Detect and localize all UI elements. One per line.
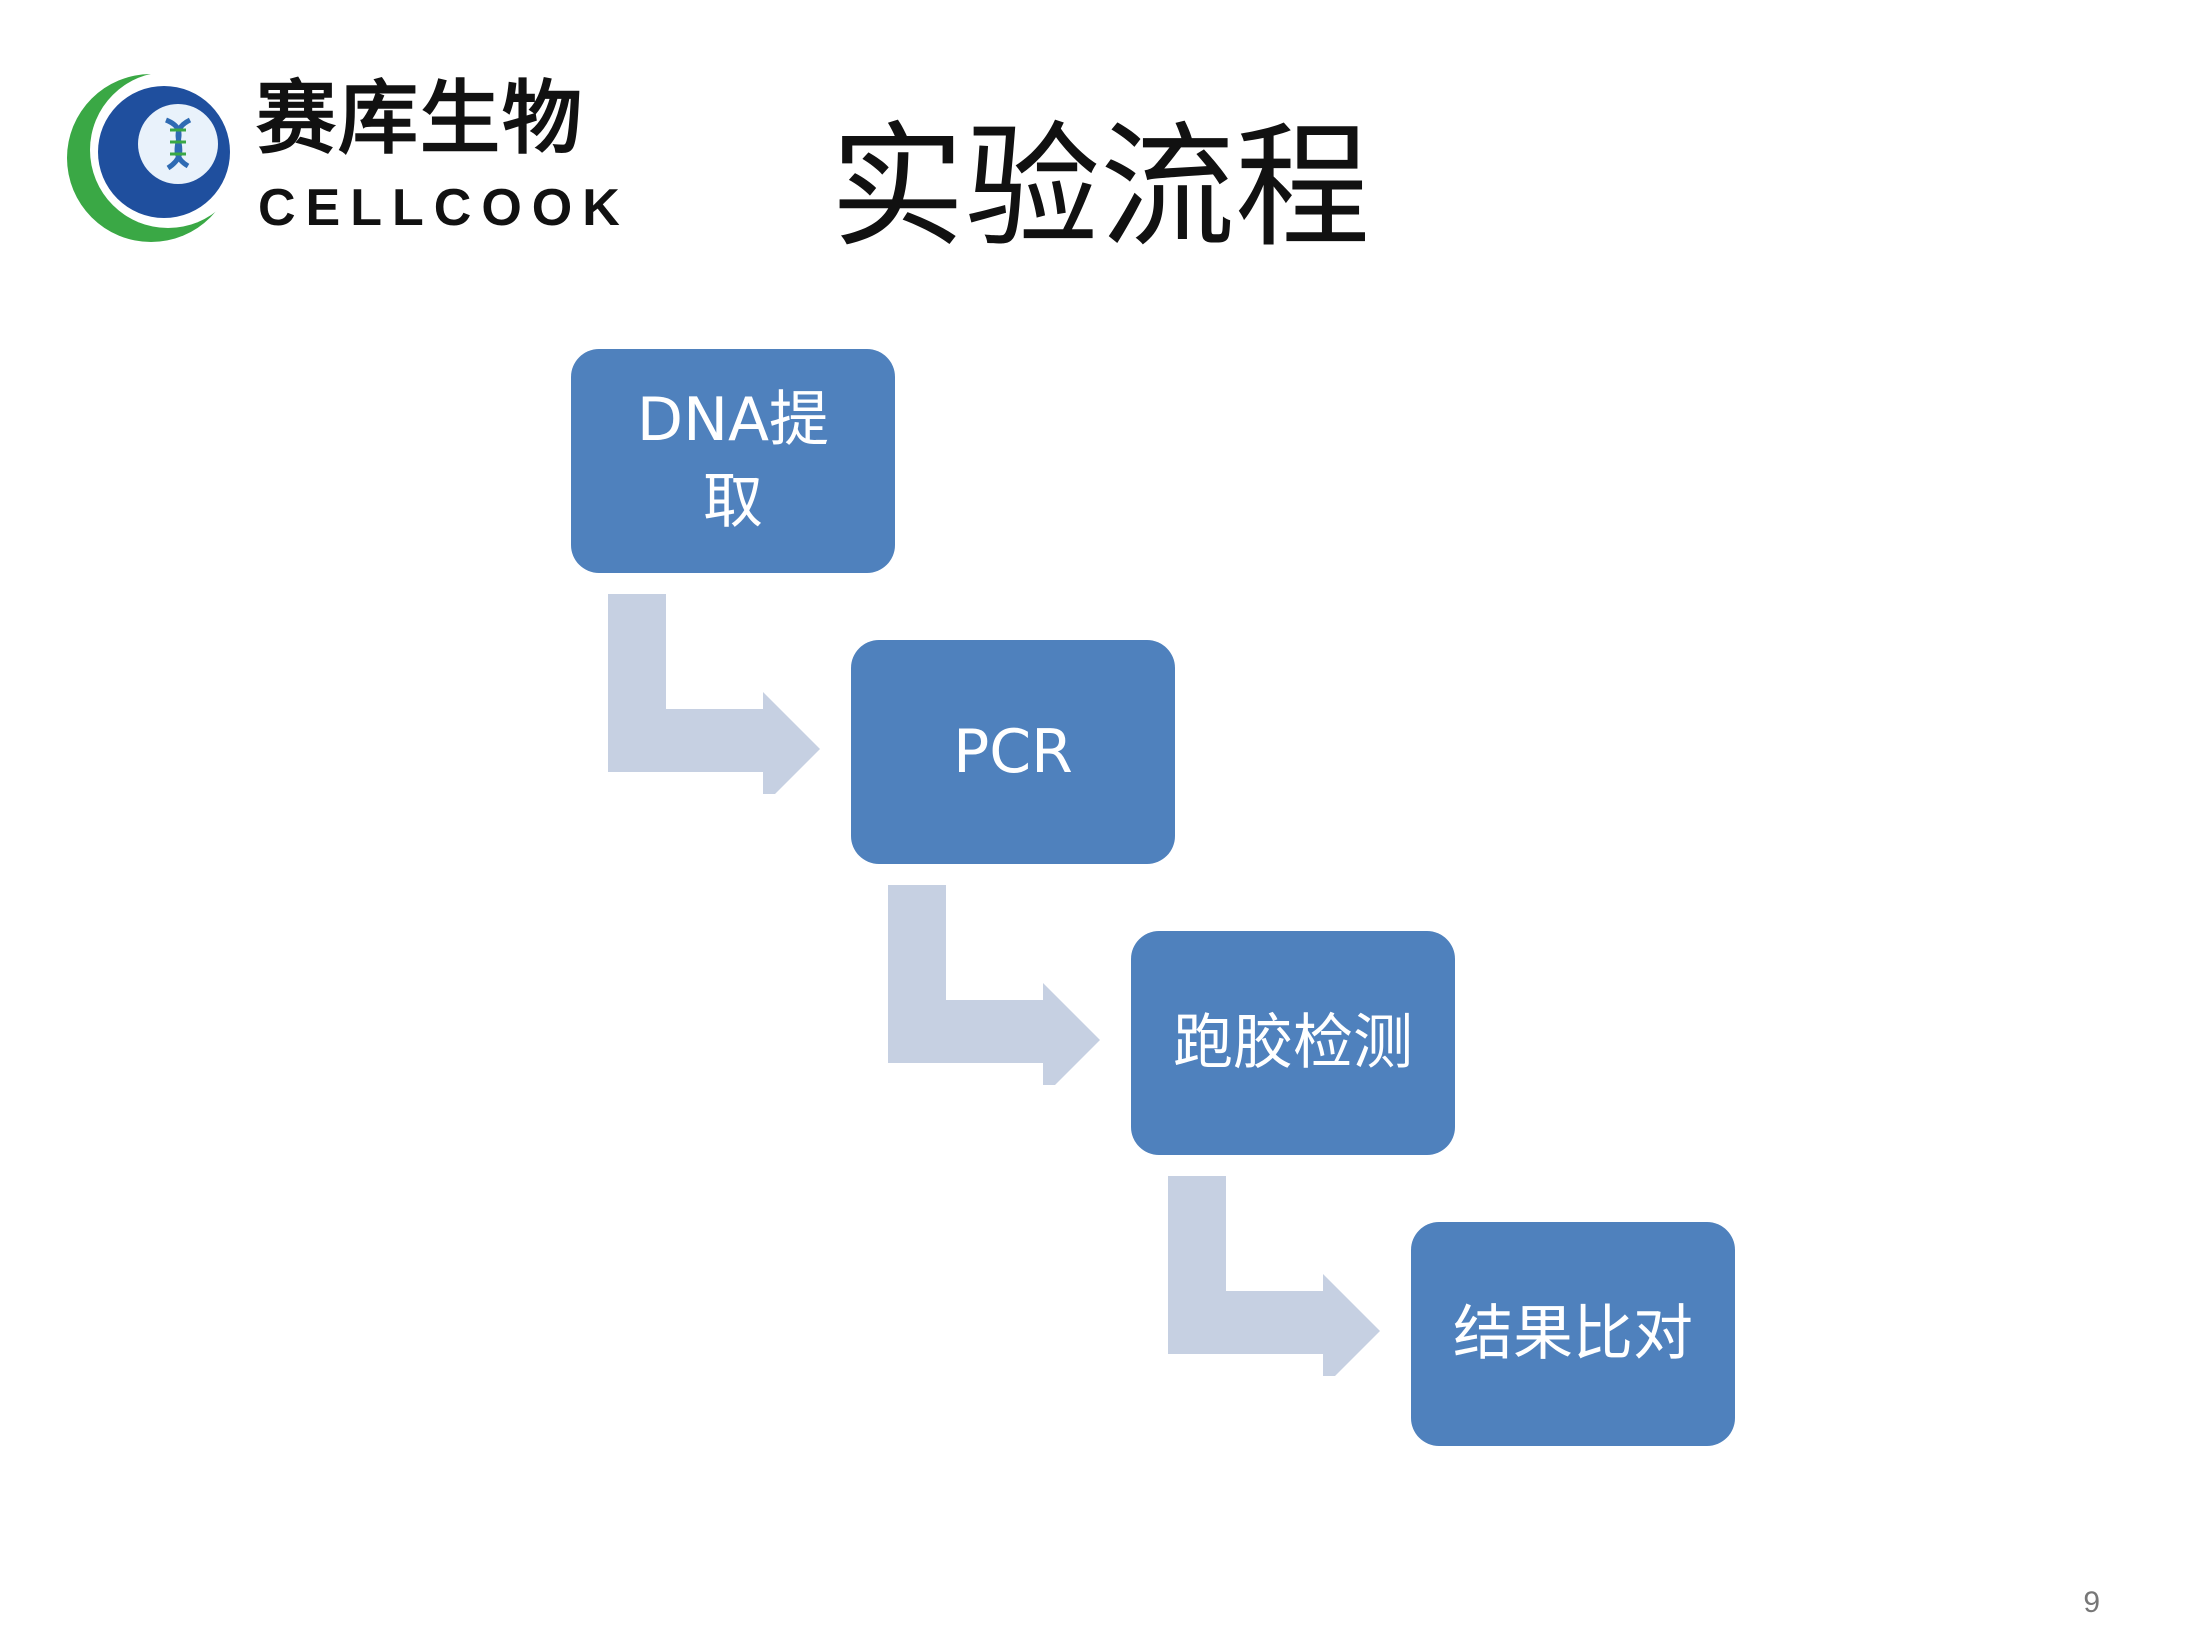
step-label: DNA提取 — [636, 385, 830, 537]
logo-english-name: CELLCOOK — [258, 179, 630, 237]
step-label: PCR — [953, 717, 1073, 787]
logo: 赛库生物 CELLCOOK — [66, 70, 620, 250]
step-box-pcr: PCR — [851, 640, 1175, 864]
step-box-dna-extraction: DNA提取 — [571, 349, 895, 573]
step-label: 跑胶检测 — [1173, 1008, 1413, 1078]
page-number: 9 — [2083, 1586, 2100, 1619]
elbow-arrow-icon — [888, 885, 1100, 1085]
logo-chinese-name: 赛库生物 — [256, 71, 584, 165]
elbow-arrow-icon — [608, 594, 820, 794]
cellcook-logo-icon — [67, 72, 241, 242]
elbow-arrow-icon — [1168, 1176, 1380, 1376]
slide-title: 实验流程 — [830, 109, 1370, 266]
step-box-result-comparison: 结果比对 — [1411, 1222, 1735, 1446]
step-box-gel-detection: 跑胶检测 — [1131, 931, 1455, 1155]
step-label: 结果比对 — [1453, 1299, 1693, 1369]
